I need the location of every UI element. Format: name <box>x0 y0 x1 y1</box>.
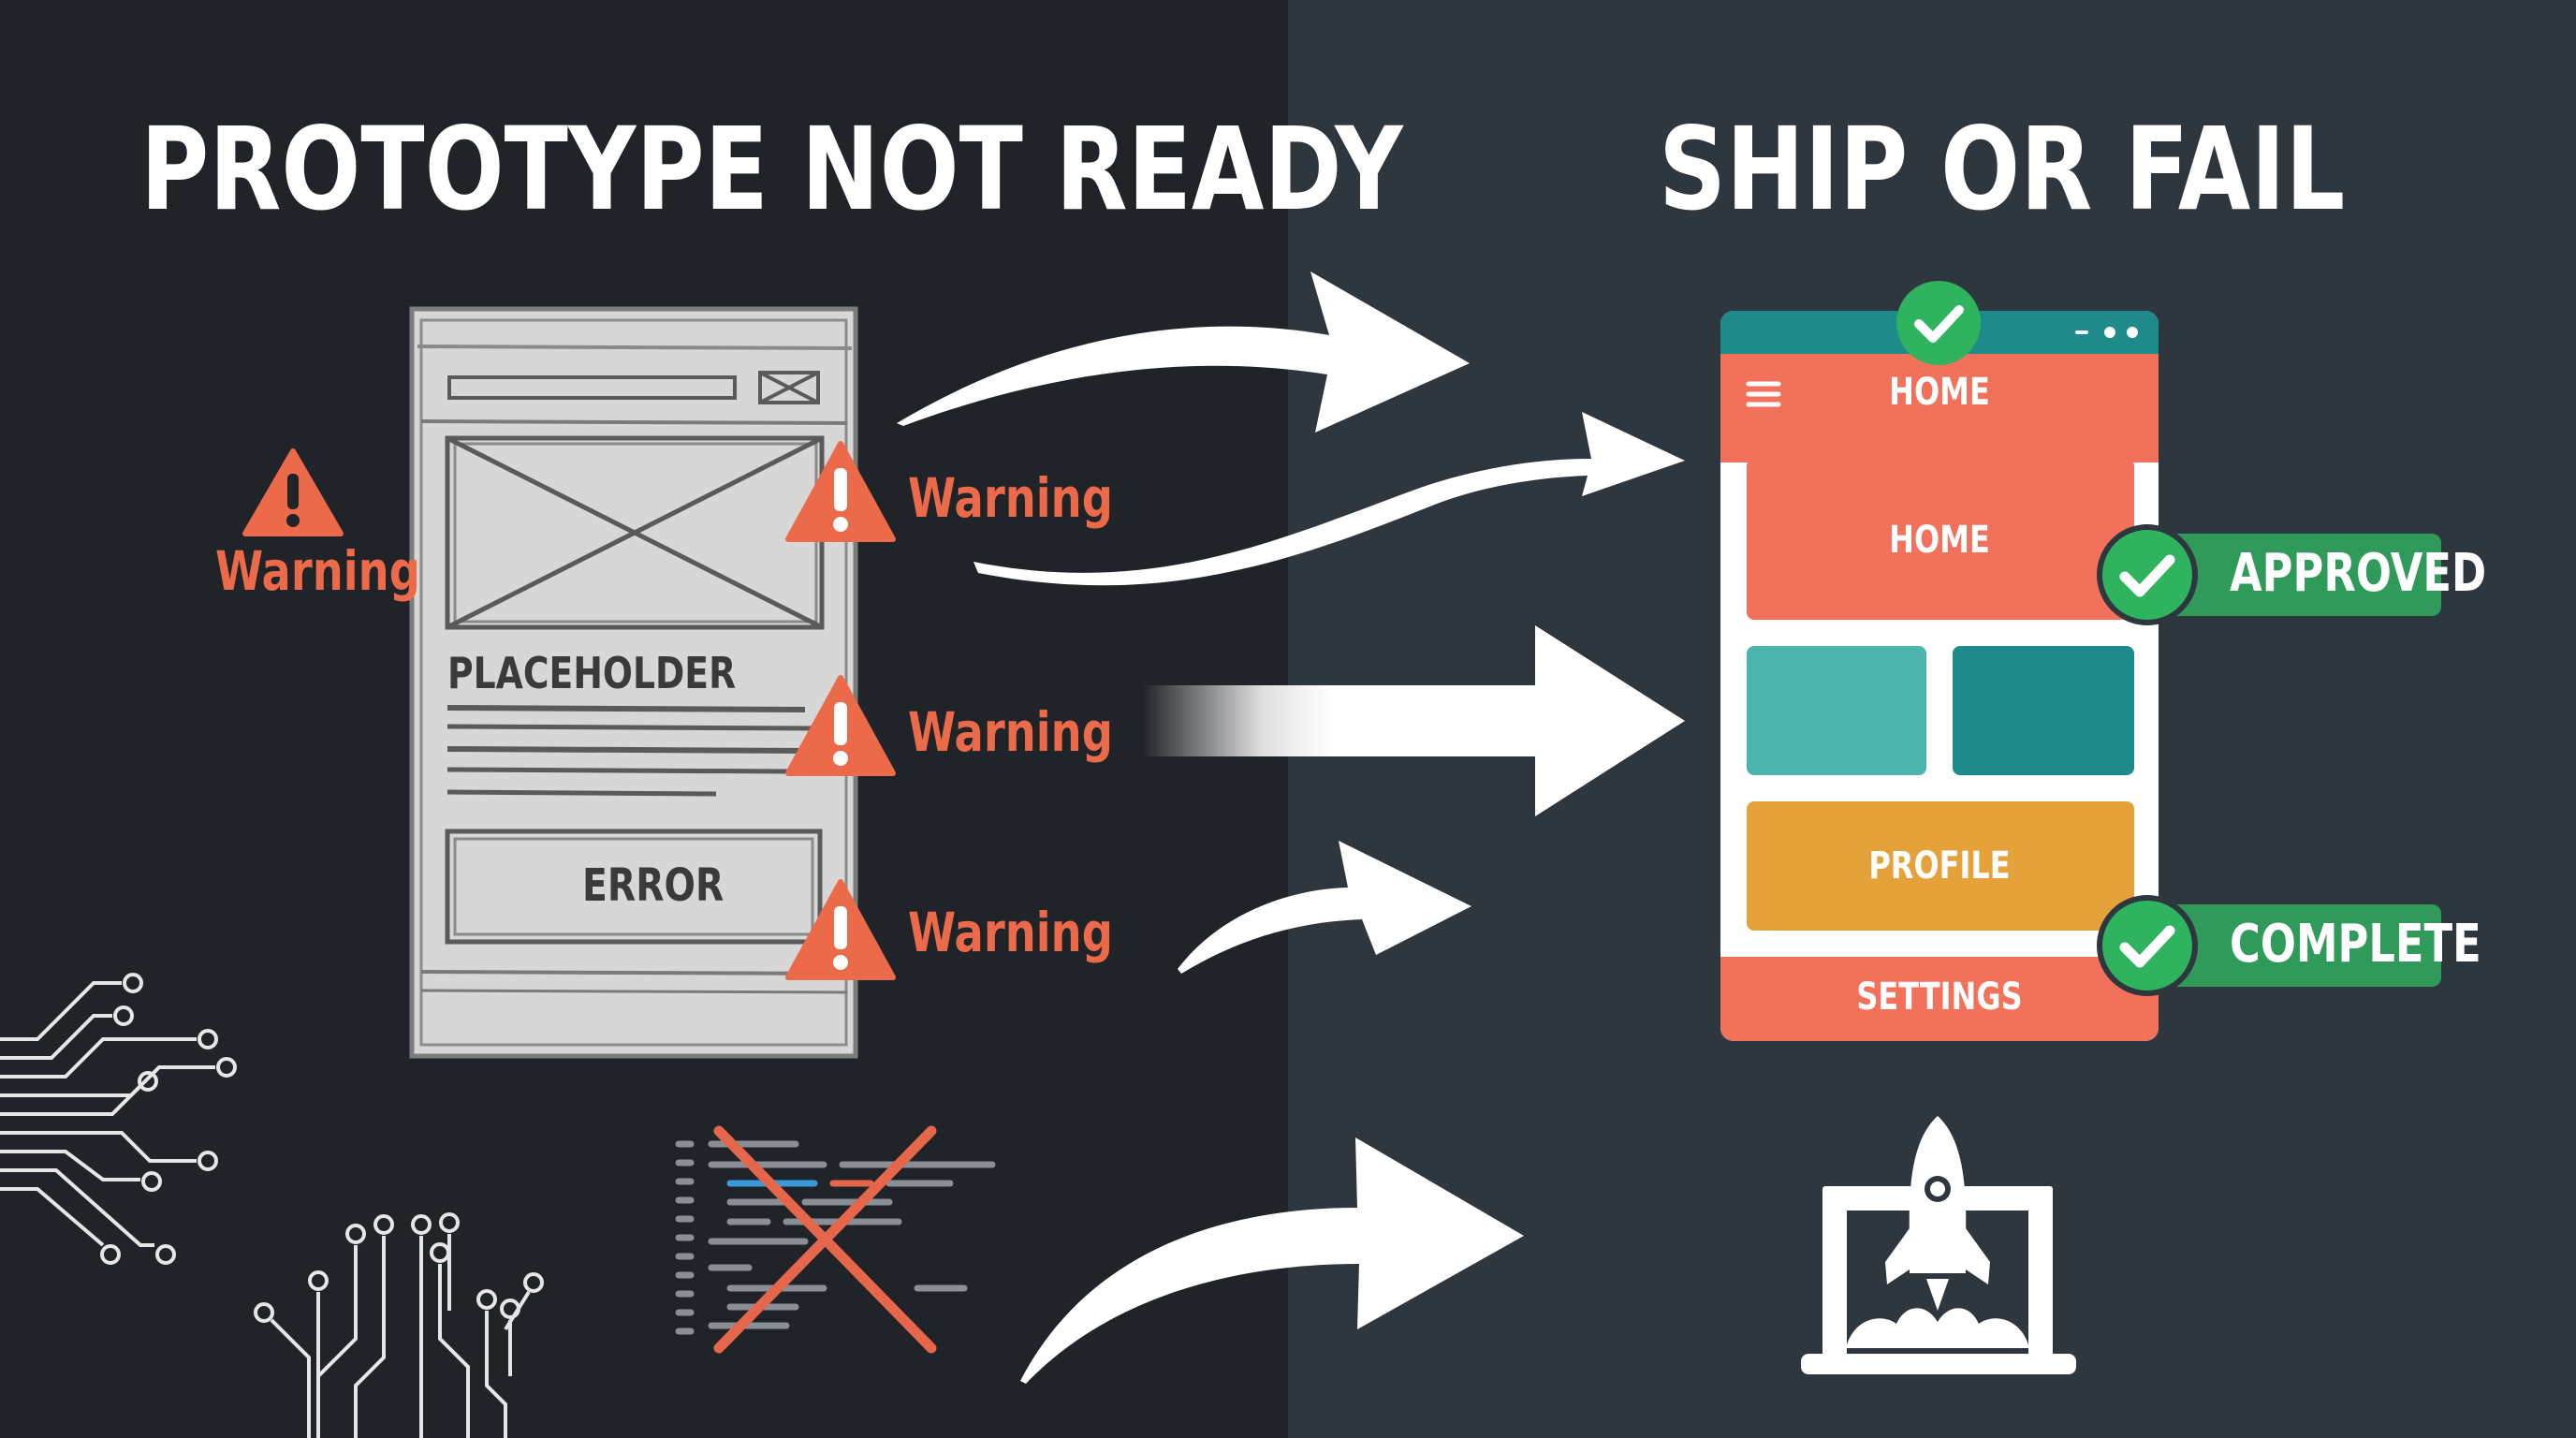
rocket-icon <box>1846 1116 2029 1348</box>
home-tile[interactable] <box>1747 459 2134 620</box>
settings-footer[interactable] <box>1720 957 2159 1041</box>
warning-icon <box>785 441 896 542</box>
window-dots <box>2075 327 2138 338</box>
warning-label-3: Warning <box>908 901 1113 964</box>
complete-label: COMPLETE <box>2230 914 2481 975</box>
cross-icon <box>713 1125 937 1354</box>
right-title: SHIP OR FAIL <box>1659 103 2346 236</box>
check-icon <box>2097 524 2198 625</box>
app-header-title: HOME <box>1889 371 1990 414</box>
warning-label-left: Warning <box>215 539 420 603</box>
teal-tile-left[interactable] <box>1747 646 1926 775</box>
profile-tile-label: PROFILE <box>1868 844 2011 888</box>
placeholder-label: PLACEHOLDER <box>447 648 737 698</box>
warning-icon <box>785 879 896 980</box>
warning-icon <box>242 448 344 536</box>
home-tile-label: HOME <box>1889 519 1990 562</box>
warning-icon <box>785 675 896 776</box>
check-icon <box>2097 895 2198 996</box>
teal-tile-right[interactable] <box>1953 646 2134 775</box>
approved-label: APPROVED <box>2230 543 2487 604</box>
profile-tile[interactable] <box>1747 801 2134 931</box>
settings-label: SETTINGS <box>1856 976 2023 1019</box>
warning-label-2: Warning <box>908 700 1113 764</box>
warning-label-1: Warning <box>908 466 1113 530</box>
check-icon <box>1896 281 1981 365</box>
app-mockup <box>1720 311 2159 1041</box>
error-label: ERROR <box>582 859 724 912</box>
left-title: PROTOTYPE NOT READY <box>140 103 1403 236</box>
app-header <box>1720 354 2159 462</box>
